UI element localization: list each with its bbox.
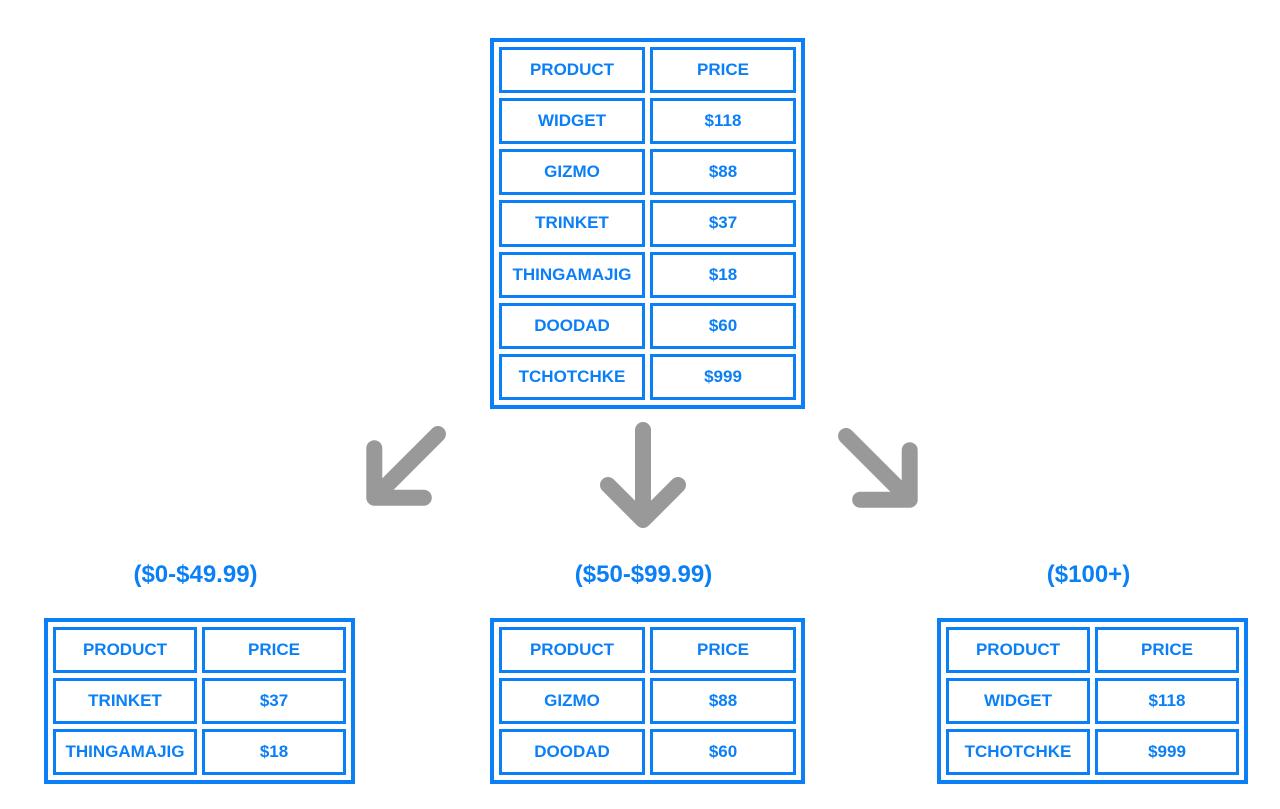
low-price-table: PRODUCT PRICE TRINKET $37 THINGAMAJIG $1…	[44, 618, 355, 784]
price-cell: $60	[650, 729, 796, 775]
price-cell: $118	[650, 98, 796, 145]
main-price-table: PRODUCT PRICE WIDGET $118 GIZMO $88 TRIN…	[490, 38, 805, 409]
product-cell: TRINKET	[499, 200, 645, 247]
price-cell: $18	[650, 251, 796, 298]
table-row: WIDGET $118	[946, 678, 1239, 724]
product-header-cell: PRODUCT	[53, 627, 197, 673]
table-row: WIDGET $118	[499, 98, 796, 145]
price-range-label: ($50-$99.99)	[574, 561, 713, 588]
price-cell: $88	[650, 678, 796, 724]
product-cell: WIDGET	[946, 678, 1090, 724]
price-group-low: ($0-$49.99) PRODUCT PRICE TRINKET $37 TH…	[44, 560, 355, 784]
product-cell: DOODAD	[499, 729, 645, 775]
table-row: GIZMO $88	[499, 149, 796, 196]
product-cell: THINGAMAJIG	[53, 729, 197, 775]
table-row: TCHOTCHKE $999	[499, 353, 796, 400]
price-range-label: ($100+)	[1046, 561, 1131, 588]
product-header-cell: PRODUCT	[946, 627, 1090, 673]
product-cell: THINGAMAJIG	[499, 251, 645, 298]
price-cell: $37	[650, 200, 796, 247]
table-row: THINGAMAJIG $18	[499, 251, 796, 298]
product-cell: GIZMO	[499, 678, 645, 724]
product-cell: TRINKET	[53, 678, 197, 724]
price-cell: $999	[650, 353, 796, 400]
arrow-down-icon	[600, 422, 686, 528]
mid-price-table: PRODUCT PRICE GIZMO $88 DOODAD $60	[490, 618, 805, 784]
price-cell: $118	[1095, 678, 1239, 724]
price-header-cell: PRICE	[1095, 627, 1239, 673]
table-row: TCHOTCHKE $999	[946, 729, 1239, 775]
table-row: THINGAMAJIG $18	[53, 729, 346, 775]
table-row: TRINKET $37	[499, 200, 796, 247]
product-cell: GIZMO	[499, 149, 645, 196]
price-group-high: ($100+) PRODUCT PRICE WIDGET $118 TCHOTC…	[937, 560, 1248, 784]
arrow-down-right-icon	[838, 428, 918, 508]
table-header-row: PRODUCT PRICE	[53, 627, 346, 673]
price-header-cell: PRICE	[650, 47, 796, 94]
table-row: GIZMO $88	[499, 678, 796, 724]
price-cell: $18	[202, 729, 346, 775]
product-cell: DOODAD	[499, 302, 645, 349]
arrow-down-left-icon	[366, 426, 446, 506]
price-cell: $60	[650, 302, 796, 349]
product-header-cell: PRODUCT	[499, 47, 645, 94]
high-price-table: PRODUCT PRICE WIDGET $118 TCHOTCHKE $999	[937, 618, 1248, 784]
price-header-cell: PRICE	[650, 627, 796, 673]
product-header-cell: PRODUCT	[499, 627, 645, 673]
table-row: TRINKET $37	[53, 678, 346, 724]
product-cell: TCHOTCHKE	[946, 729, 1090, 775]
table-row: DOODAD $60	[499, 302, 796, 349]
price-group-mid: ($50-$99.99) PRODUCT PRICE GIZMO $88 DOO…	[490, 560, 805, 784]
product-cell: WIDGET	[499, 98, 645, 145]
price-cell: $88	[650, 149, 796, 196]
table-row: DOODAD $60	[499, 729, 796, 775]
price-range-label: ($0-$49.99)	[133, 561, 258, 588]
product-cell: TCHOTCHKE	[499, 353, 645, 400]
price-cell: $999	[1095, 729, 1239, 775]
table-header-row: PRODUCT PRICE	[946, 627, 1239, 673]
price-cell: $37	[202, 678, 346, 724]
table-header-row: PRODUCT PRICE	[499, 47, 796, 94]
price-header-cell: PRICE	[202, 627, 346, 673]
table-header-row: PRODUCT PRICE	[499, 627, 796, 673]
